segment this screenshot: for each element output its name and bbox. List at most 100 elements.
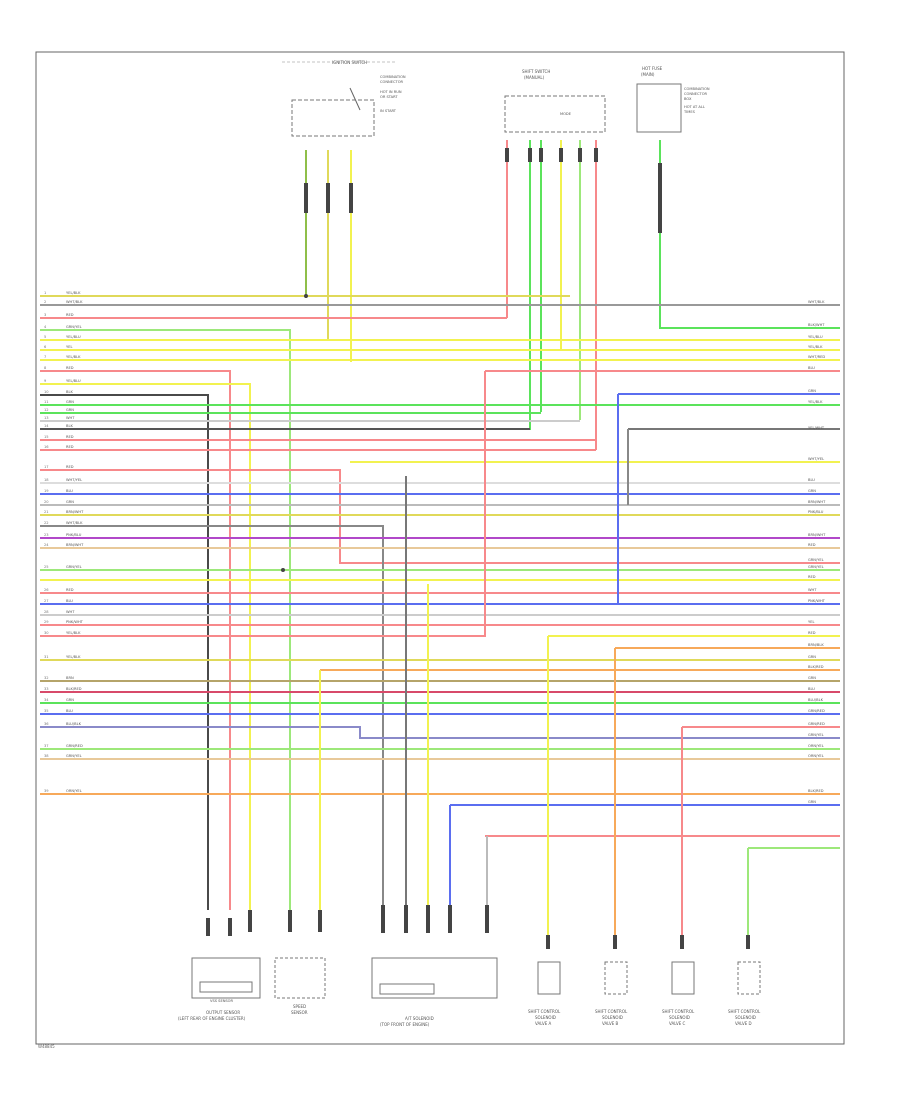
wire-pin-left: 31: [44, 655, 49, 659]
hot-fuse-title: HOT FUSE: [642, 66, 663, 71]
wire-pin-left: 23: [44, 533, 49, 537]
input-sensor: A/T SOLENOID (TOP FRONT OF ENGINE): [371, 957, 498, 1027]
ignition-switch: IGNITION SWITCH COMBINATION CONNECTOR HO…: [282, 60, 406, 137]
wire-label-right: BRN/WHT: [808, 500, 826, 504]
wire-label-right: BRN/BLK: [808, 643, 824, 647]
connector-b-8: [426, 905, 430, 933]
wire-pin-left: 34: [44, 698, 49, 702]
wire-label-left: BLK/RED: [66, 687, 82, 691]
wire-label-left: WHT/BLK: [66, 521, 83, 525]
solenoid-d-line1: SHIFT CONTROL: [728, 1009, 761, 1014]
wire-label-right: RED: [808, 543, 816, 547]
wire-label-right: ORN/YEL: [808, 744, 824, 748]
solenoid-a-line3: VALVE A: [535, 1021, 552, 1026]
hot-fuse-note-3: BOX: [684, 97, 692, 101]
wire-pin-left: 1: [44, 291, 46, 295]
wire-pin-left: 27: [44, 599, 49, 603]
shift-solenoid-c: SHIFT CONTROL SOLENOID VALVE C: [662, 961, 695, 1026]
wire-pin-left: 17: [44, 465, 49, 469]
wire-label-left: YEL/BLK: [66, 631, 81, 635]
wire-label-right: WHT/RED: [808, 355, 825, 359]
wire-label-right: GRN: [808, 489, 816, 493]
connector-b-10: [485, 905, 489, 933]
wire-label-right: BLU/BLK: [808, 698, 824, 702]
wire-pin-left: 37: [44, 744, 49, 748]
vss-sensor: VSS SENSOR OUTPUT SENSOR (LEFT REAR OF E…: [178, 957, 261, 1021]
wire-label-right: BRN/WHT: [808, 533, 826, 537]
wire-label-right: ORN/YEL: [808, 754, 824, 758]
right-wire-labels: WHT/BLKBLK/WHTYEL/BLUYEL/BLKWHT/REDBLUGR…: [808, 300, 826, 804]
speed-sensor: SPEED SENSOR: [274, 957, 326, 1015]
wire-label-left: WHT: [66, 416, 75, 420]
connector-ss-4: [559, 148, 563, 162]
wire-label-right: PNK/BLU: [808, 510, 824, 514]
wire-pin-left: 14: [44, 424, 49, 428]
wire-label-left: PNK/WHT: [66, 620, 84, 624]
wire-pin-left: 10: [44, 390, 49, 394]
input-sensor-subtitle: (TOP FRONT OF ENGINE): [380, 1022, 430, 1027]
connector-b-4: [288, 910, 292, 932]
wire-label-right: RED: [808, 631, 816, 635]
wire-pin-left: 30: [44, 631, 49, 635]
shift-switch-subtitle: (MANUAL): [524, 75, 545, 80]
shift-solenoid-d: SHIFT CONTROL SOLENOID VALVE D: [728, 961, 761, 1026]
wire-pin-left: 3: [44, 313, 46, 317]
connector-b-1: [206, 918, 210, 936]
wire-pin-left: 26: [44, 588, 49, 592]
wire-label-right: BLK/WHT: [808, 323, 825, 327]
wire-pin-left: 2: [44, 300, 46, 304]
wire-label-right: BLK/RED: [808, 665, 824, 669]
connector-ss-2: [528, 148, 532, 162]
wire-pin-left: 35: [44, 709, 49, 713]
ignition-switch-title: IGNITION SWITCH: [332, 60, 367, 65]
wire-pin-left: 4: [44, 325, 47, 329]
solenoid-d-line3: VALVE D: [735, 1021, 752, 1026]
wire-label-left: YEL: [66, 345, 72, 349]
wire-label-left: RED: [66, 588, 74, 592]
connector-sol-a: [546, 935, 550, 949]
wire-label-left: RED: [66, 435, 74, 439]
wire-pin-left: 9: [44, 379, 47, 383]
wire-label-left: GRN/YEL: [66, 754, 82, 758]
connector-fuse: [658, 163, 662, 233]
connector-b-9: [448, 905, 452, 933]
speed-sensor-subtitle: SENSOR: [291, 1010, 308, 1015]
wire-pin-left: 5: [44, 335, 46, 339]
shift-switch-title: SHIFT SWITCH: [522, 69, 550, 74]
wire-label-right: YEL/BLK: [808, 345, 823, 349]
bus-33: [40, 371, 486, 637]
wire-pin-left: 20: [44, 500, 49, 504]
wire-label-left: YEL/BLU: [66, 335, 81, 339]
shift-solenoid-b: SHIFT CONTROL SOLENOID VALVE B: [595, 961, 628, 1026]
wire-label-left: YEL/BLK: [66, 291, 81, 295]
solenoid-a-line2: SOLENOID: [535, 1015, 556, 1020]
connector-markers: [206, 148, 750, 949]
wire-label-right: GRN/YEL: [808, 565, 824, 569]
connector-b-2: [228, 918, 232, 936]
wire-pin-left: 32: [44, 676, 49, 680]
wire-label-right: YEL/BLK: [808, 400, 823, 404]
wire-label-left: RED: [66, 313, 74, 317]
wire-label-right: GRN: [808, 676, 816, 680]
connector-b-5: [318, 910, 322, 932]
wire-label-left: RED: [66, 465, 74, 469]
hot-fuse-note-2: CONNECTOR: [684, 92, 708, 96]
ignition-note-4: OR START: [380, 95, 398, 99]
wire-pin-left: 24: [44, 543, 49, 547]
wire-pin-left: 28: [44, 610, 49, 614]
wire-pin-left: 29: [44, 620, 49, 624]
wire-pin-left: 11: [44, 400, 49, 404]
wire-label-right: YEL/BLU: [808, 335, 823, 339]
solenoid-b-line2: SOLENOID: [602, 1015, 623, 1020]
connector-sol-b: [613, 935, 617, 949]
wire-label-right: GRN/YEL: [808, 558, 824, 562]
wire-label-left: GRN/RED: [66, 744, 83, 748]
wire-label-left: WHT/YEL: [66, 478, 82, 482]
ignition-note-1: COMBINATION: [380, 75, 406, 79]
solenoid-a-line1: SHIFT CONTROL: [528, 1009, 561, 1014]
solenoid-c-line1: SHIFT CONTROL: [662, 1009, 695, 1014]
wire-pin-left: 15: [44, 435, 49, 439]
wire-pin-left: 13: [44, 416, 49, 420]
shift-switch: SHIFT SWITCH (MANUAL) MODE: [504, 69, 606, 133]
connector-ign-1: [304, 183, 308, 213]
